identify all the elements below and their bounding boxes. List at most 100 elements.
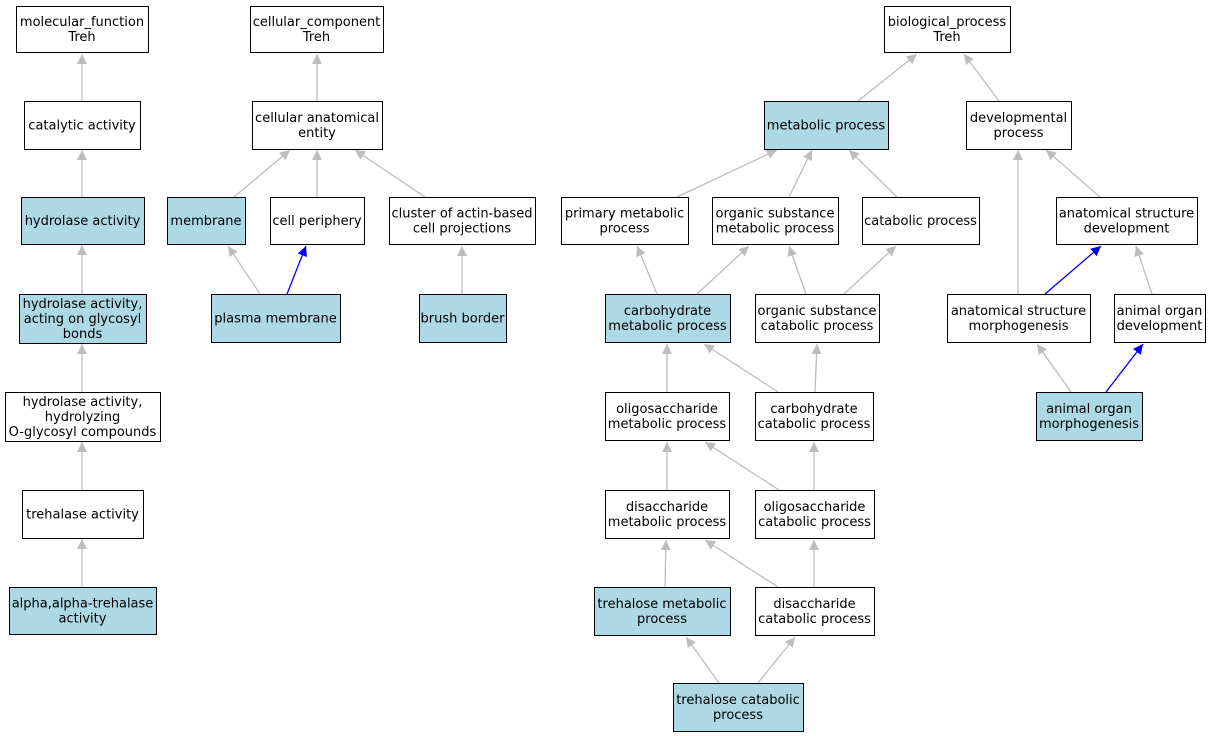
edge-carb_cat-to-org_sub_cat: [811, 343, 822, 393]
node-box: [1114, 294, 1206, 343]
edge-anat_struct_dev-to-developmental: [1045, 149, 1101, 198]
edge-anat_struct_morph-to-anat_struct_dev: [1044, 245, 1102, 295]
node-label-line: Treh: [302, 30, 330, 45]
node-box: [966, 101, 1072, 150]
node-label-line: carbohydrate: [770, 402, 857, 417]
node-label-line: cluster of actin-based: [391, 207, 532, 222]
edge-line: [354, 149, 426, 198]
node-label-line: process: [713, 708, 763, 723]
node-trehalase[interactable]: trehalase activity: [22, 490, 144, 539]
node-box: [947, 294, 1091, 343]
node-catalytic[interactable]: catalytic activity: [24, 101, 141, 150]
node-hydrolase[interactable]: hydrolase activity: [21, 197, 145, 245]
node-label-line: entity: [298, 126, 336, 141]
node-cell-periphery[interactable]: cell periphery: [270, 197, 365, 245]
node-hyd-glycosyl[interactable]: hydrolase activity,acting on glycosylbon…: [19, 294, 147, 344]
node-box: [9, 587, 157, 635]
node-box: [167, 197, 246, 245]
node-box: [5, 392, 161, 442]
node-label-line: catabolic process: [864, 214, 977, 229]
edge-disacc_cat-to-disacc_met: [704, 539, 779, 588]
edge-line: [704, 441, 780, 491]
node-plasma-membrane[interactable]: plasma membrane: [211, 294, 341, 343]
node-label-line: process: [637, 612, 687, 627]
node-label-line: anatomical structure: [951, 304, 1086, 319]
edge-line: [696, 245, 750, 295]
node-label-line: oligosaccharide: [764, 500, 866, 515]
edge-membrane-to-anat_entity: [233, 149, 291, 198]
node-catabolic[interactable]: catabolic process: [862, 197, 980, 245]
node-label-line: metabolic process: [608, 515, 727, 530]
node-box: [1036, 392, 1143, 441]
edge-line: [843, 245, 897, 295]
edge-developmental-to-bp_root: [963, 53, 1000, 102]
edge-treh_cat-to-disacc_cat: [757, 636, 796, 684]
node-label-line: catabolic process: [758, 417, 871, 432]
node-box: [389, 197, 536, 245]
node-label-line: carbohydrate: [624, 304, 711, 319]
edge-line: [811, 343, 822, 393]
edge-line: [685, 636, 720, 684]
node-box: [755, 392, 874, 441]
node-label-line: anatomical structure: [1059, 207, 1194, 222]
edge-line: [1105, 343, 1144, 393]
node-label-line: trehalase activity: [26, 508, 139, 523]
node-box: [755, 587, 875, 636]
node-box: [419, 294, 507, 343]
edge-metabolic-to-bp_root: [857, 53, 918, 102]
edge-carb_cat-to-carb_met: [703, 343, 779, 393]
edge-line: [233, 149, 291, 198]
node-label-line: molecular_function: [20, 15, 144, 30]
node-box: [594, 587, 731, 636]
node-brush-border[interactable]: brush border: [419, 294, 507, 343]
edge-catabolic-to-metabolic: [848, 149, 898, 198]
edge-line: [1044, 245, 1102, 295]
node-label-line: animal organ: [1046, 402, 1132, 417]
node-label-line: alpha,alpha-trehalase: [12, 597, 154, 612]
node-label-line: disaccharide: [626, 500, 708, 515]
node-label-line: bonds: [63, 327, 103, 342]
node-hyd-oglycosyl[interactable]: hydrolase activity,hydrolyzingO-glycosyl…: [5, 392, 161, 442]
edge-line: [1134, 245, 1153, 295]
node-metabolic[interactable]: metabolic process: [764, 101, 889, 150]
node-box: [1056, 197, 1198, 245]
node-label-line: metabolic process: [767, 119, 886, 134]
node-box: [605, 490, 730, 539]
edge-org_sub_met-to-metabolic: [788, 149, 813, 198]
node-box: [211, 294, 341, 343]
node-label-line: cellular_component: [253, 15, 381, 30]
node-label-line: activity: [59, 612, 107, 627]
edge-line: [1036, 343, 1072, 393]
edge-carb_met-to-primary_met: [636, 245, 658, 295]
node-label-line: primary metabolic: [565, 207, 684, 222]
node-box: [16, 6, 149, 53]
edge-actin_cluster-to-anat_entity: [354, 149, 426, 198]
node-box: [22, 490, 144, 539]
node-label-line: process: [994, 126, 1044, 141]
node-label-line: process: [600, 222, 650, 237]
node-membrane[interactable]: membrane: [167, 197, 246, 245]
edge-primary_met-to-metabolic: [676, 149, 778, 198]
